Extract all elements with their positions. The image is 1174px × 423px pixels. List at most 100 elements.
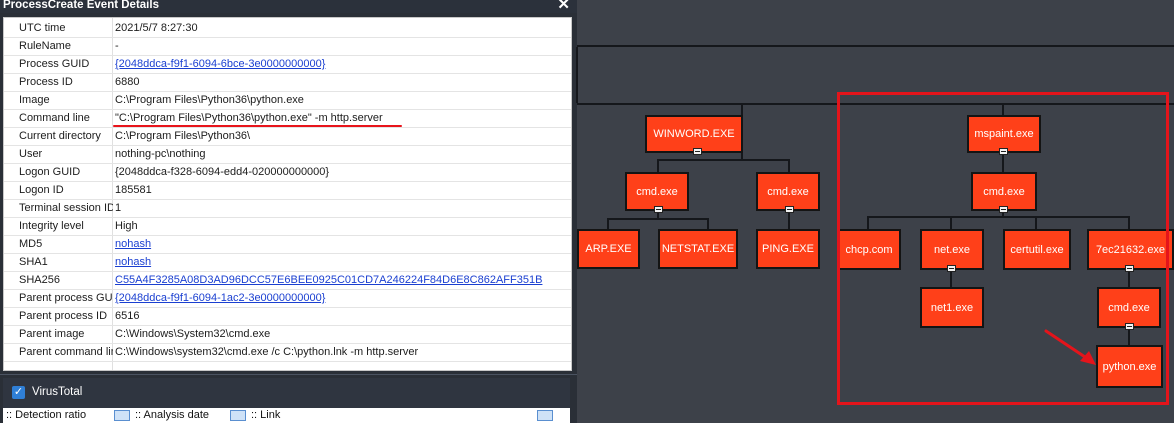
detail-value: 185581 xyxy=(115,184,152,196)
detail-value-link[interactable]: C55A4F3285A08D3AD96DCC57E6BEE0925C01CD7A… xyxy=(115,274,543,286)
collapse-icon[interactable] xyxy=(947,265,956,272)
collapse-icon[interactable] xyxy=(1125,265,1134,272)
detail-label: Current directory xyxy=(19,130,101,142)
process-node[interactable]: 7ec21632.exe xyxy=(1087,229,1174,270)
detail-row: Process ID 6880 xyxy=(4,73,571,92)
process-node[interactable]: NETSTAT.EXE xyxy=(658,229,738,269)
process-node[interactable]: cmd.exe xyxy=(756,172,820,211)
collapse-icon[interactable] xyxy=(1125,323,1134,330)
detail-label: Integrity level xyxy=(19,220,84,232)
graph-edge xyxy=(707,218,709,231)
detail-value: High xyxy=(115,220,138,232)
detail-value: 1 xyxy=(115,202,122,214)
graph-edge xyxy=(788,159,790,174)
close-icon[interactable]: ✕ xyxy=(557,0,570,13)
graph-edge xyxy=(867,216,1130,218)
graph-edge xyxy=(950,216,952,231)
detail-label: Process GUID xyxy=(19,58,90,70)
collapse-icon[interactable] xyxy=(999,148,1008,155)
column-resize-icon[interactable] xyxy=(230,410,246,421)
detail-value-link[interactable]: {2048ddca-f9f1-6094-1ac2-3e0000000000} xyxy=(115,292,326,304)
detail-value-link[interactable]: nohash xyxy=(115,256,152,268)
column-analysis-date[interactable]: :: Analysis date xyxy=(135,409,209,421)
detail-label: Parent process GUID xyxy=(19,292,113,304)
dialog-title: ProcessCreate Event Details xyxy=(3,0,159,11)
process-node[interactable]: certutil.exe xyxy=(1003,229,1071,270)
detail-value: "C:\Program Files\Python36\python.exe" -… xyxy=(115,112,383,124)
detail-label: Process ID xyxy=(19,76,73,88)
detail-value: 6880 xyxy=(115,76,140,88)
graph-edge xyxy=(788,210,790,231)
virustotal-columns-header: :: Detection ratio :: Analysis date :: L… xyxy=(3,408,570,423)
graph-edge xyxy=(950,269,952,289)
column-resize-icon[interactable] xyxy=(114,410,130,421)
detail-row: Image C:\Program Files\Python36\python.ex… xyxy=(4,91,571,110)
process-node[interactable]: mspaint.exe xyxy=(967,115,1041,153)
graph-edge xyxy=(741,103,743,117)
detail-label: Logon ID xyxy=(19,184,64,196)
detail-label: RuleName xyxy=(19,40,71,52)
column-resize-icon[interactable] xyxy=(537,410,553,421)
process-node[interactable]: cmd.exe xyxy=(971,172,1037,211)
graph-edge xyxy=(607,218,709,220)
collapse-icon[interactable] xyxy=(693,148,702,155)
detail-value-link[interactable]: {2048ddca-f9f1-6094-6bce-3e0000000000} xyxy=(115,58,326,70)
process-node[interactable]: chcp.com xyxy=(837,229,901,270)
graph-edge xyxy=(657,210,659,219)
graph-edge xyxy=(1002,210,1004,217)
detail-row: SHA1 nohash xyxy=(4,253,571,272)
detail-label: SHA1 xyxy=(19,256,48,268)
process-node[interactable]: WINWORD.EXE xyxy=(645,115,743,153)
graph-edge xyxy=(657,159,790,161)
command-line-underline xyxy=(113,125,402,127)
process-node[interactable]: cmd.exe xyxy=(1097,287,1161,328)
detail-row: Integrity level High xyxy=(4,217,571,236)
detail-label: Image xyxy=(19,94,50,106)
detail-label: UTC time xyxy=(19,22,66,34)
graph-edge xyxy=(1002,103,1004,117)
process-node[interactable]: PING.EXE xyxy=(756,229,820,269)
detail-row: Logon ID 185581 xyxy=(4,181,571,200)
detail-label: Parent process ID xyxy=(19,310,108,322)
process-node-python[interactable]: python.exe xyxy=(1096,345,1163,388)
process-node[interactable]: ARP.EXE xyxy=(577,229,640,269)
dialog-titlebar: ProcessCreate Event Details ✕ xyxy=(0,0,577,13)
detail-value: C:\Windows\system32\cmd.exe /c C:\python… xyxy=(115,346,419,358)
detail-row: Logon GUID {2048ddca-f328-6094-edd4-02000… xyxy=(4,163,571,182)
detail-label: Logon GUID xyxy=(19,166,81,178)
virustotal-section: ✓ VirusTotal xyxy=(3,378,570,408)
collapse-icon[interactable] xyxy=(654,206,663,213)
graph-edge xyxy=(867,216,869,231)
collapse-icon[interactable] xyxy=(785,206,794,213)
annotation-arrow-icon xyxy=(1044,329,1096,365)
graph-edge xyxy=(577,45,1174,47)
detail-value: - xyxy=(115,40,119,52)
graph-edge xyxy=(1035,216,1037,231)
process-node[interactable]: net1.exe xyxy=(920,287,984,328)
process-node[interactable]: net.exe xyxy=(920,229,984,270)
process-tree-graph: WINWORD.EXE cmd.exe cmd.exe ARP.EXE NETS… xyxy=(576,0,1174,423)
column-link[interactable]: :: Link xyxy=(251,409,281,421)
graph-edge xyxy=(1128,269,1130,289)
collapse-icon[interactable] xyxy=(999,206,1008,213)
graph-edge xyxy=(1002,152,1004,174)
graph-edge xyxy=(577,103,1174,105)
detail-value-link[interactable]: nohash xyxy=(115,238,152,250)
detail-value: {2048ddca-f328-6094-edd4-020000000000} xyxy=(115,166,330,178)
detail-row: Parent process GUID{2048ddca-f9f1-6094-1… xyxy=(4,289,571,308)
column-divider[interactable] xyxy=(112,18,113,370)
graph-edge xyxy=(607,218,609,231)
column-detection-ratio[interactable]: :: Detection ratio xyxy=(6,409,87,421)
detail-label: User xyxy=(19,148,43,160)
detail-value: C:\Program Files\Python36\python.exe xyxy=(115,94,304,106)
graph-edge xyxy=(1128,216,1130,231)
virustotal-checkbox[interactable]: ✓ xyxy=(12,386,25,399)
